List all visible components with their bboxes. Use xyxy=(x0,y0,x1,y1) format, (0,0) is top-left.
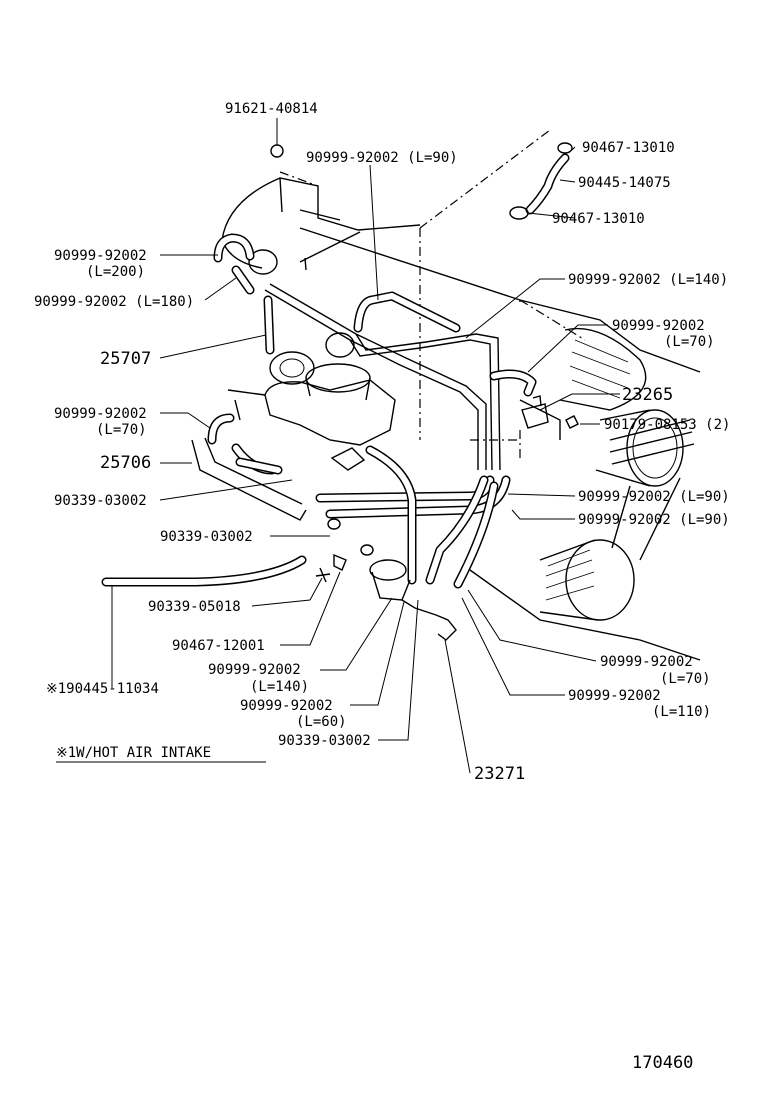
note-hot-air-intake: ※1W/HOT AIR INTAKE xyxy=(56,745,211,761)
label-l70-left: (L=70) xyxy=(96,422,147,438)
label-25707: 25707 xyxy=(100,349,151,369)
label-23271: 23271 xyxy=(474,764,525,784)
pulley-icon xyxy=(539,409,695,621)
part-labels: 91621-40814 90999-92002 (L=90) 90467-130… xyxy=(34,101,730,1073)
label-90445-14075: 90445-14075 xyxy=(578,175,671,191)
label-90467-12001: 90467-12001 xyxy=(172,638,265,654)
label-90339-03002-b: 90339-03002 xyxy=(160,529,253,545)
label-90999-92002-l90-top: 90999-92002 (L=90) xyxy=(306,150,458,166)
label-90339-03002-a: 90339-03002 xyxy=(54,493,147,509)
clamp-icon xyxy=(270,142,573,571)
label-90999-92002-l180: 90999-92002 (L=180) xyxy=(34,294,194,310)
label-90999-92002-l60: 90999-92002 xyxy=(240,698,333,714)
valve-icon xyxy=(330,395,579,471)
label-90467-13010-top: 90467-13010 xyxy=(582,140,675,156)
label-90467-13010-bottom: 90467-13010 xyxy=(552,211,645,227)
label-l70-bottom-right: (L=70) xyxy=(660,671,711,687)
label-90999-92002-l90-mid2: 90999-92002 (L=90) xyxy=(578,512,730,528)
label-90999-92002-l140-bottom: 90999-92002 xyxy=(208,662,301,678)
label-90999-92002-l70-left: 90999-92002 xyxy=(54,406,147,422)
label-90999-92002-l70-right: 90999-92002 xyxy=(612,318,705,334)
label-90999-92002-l70-bottom-right: 90999-92002 xyxy=(600,654,693,670)
label-91621-40814: 91621-40814 xyxy=(225,101,318,117)
engine-outline xyxy=(221,129,701,661)
label-25706: 25706 xyxy=(100,453,151,473)
label-l140-bottom: (L=140) xyxy=(250,679,309,695)
label-90445-11034: ※190445-11034 xyxy=(46,681,159,697)
label-90999-92002-l110: 90999-92002 xyxy=(568,688,661,704)
label-90339-03002-c: 90339-03002 xyxy=(278,733,371,749)
label-23265: 23265 xyxy=(622,385,673,405)
leader-lines xyxy=(111,118,620,774)
label-l60: (L=60) xyxy=(296,714,347,730)
label-90179-08153: 90179-08153 (2) xyxy=(604,417,730,433)
label-90339-05018: 90339-05018 xyxy=(148,599,241,615)
label-90999-92002-l140-top: 90999-92002 (L=140) xyxy=(568,272,728,288)
label-l200: (L=200) xyxy=(86,264,145,280)
label-l70-right: (L=70) xyxy=(664,334,715,350)
label-l110: (L=110) xyxy=(652,704,711,720)
hose-icon xyxy=(101,153,570,589)
diagram-code: 170460 xyxy=(632,1053,693,1073)
label-90999-92002-l90-mid1: 90999-92002 (L=90) xyxy=(578,489,730,505)
label-90999-92002-l200: 90999-92002 xyxy=(54,248,147,264)
